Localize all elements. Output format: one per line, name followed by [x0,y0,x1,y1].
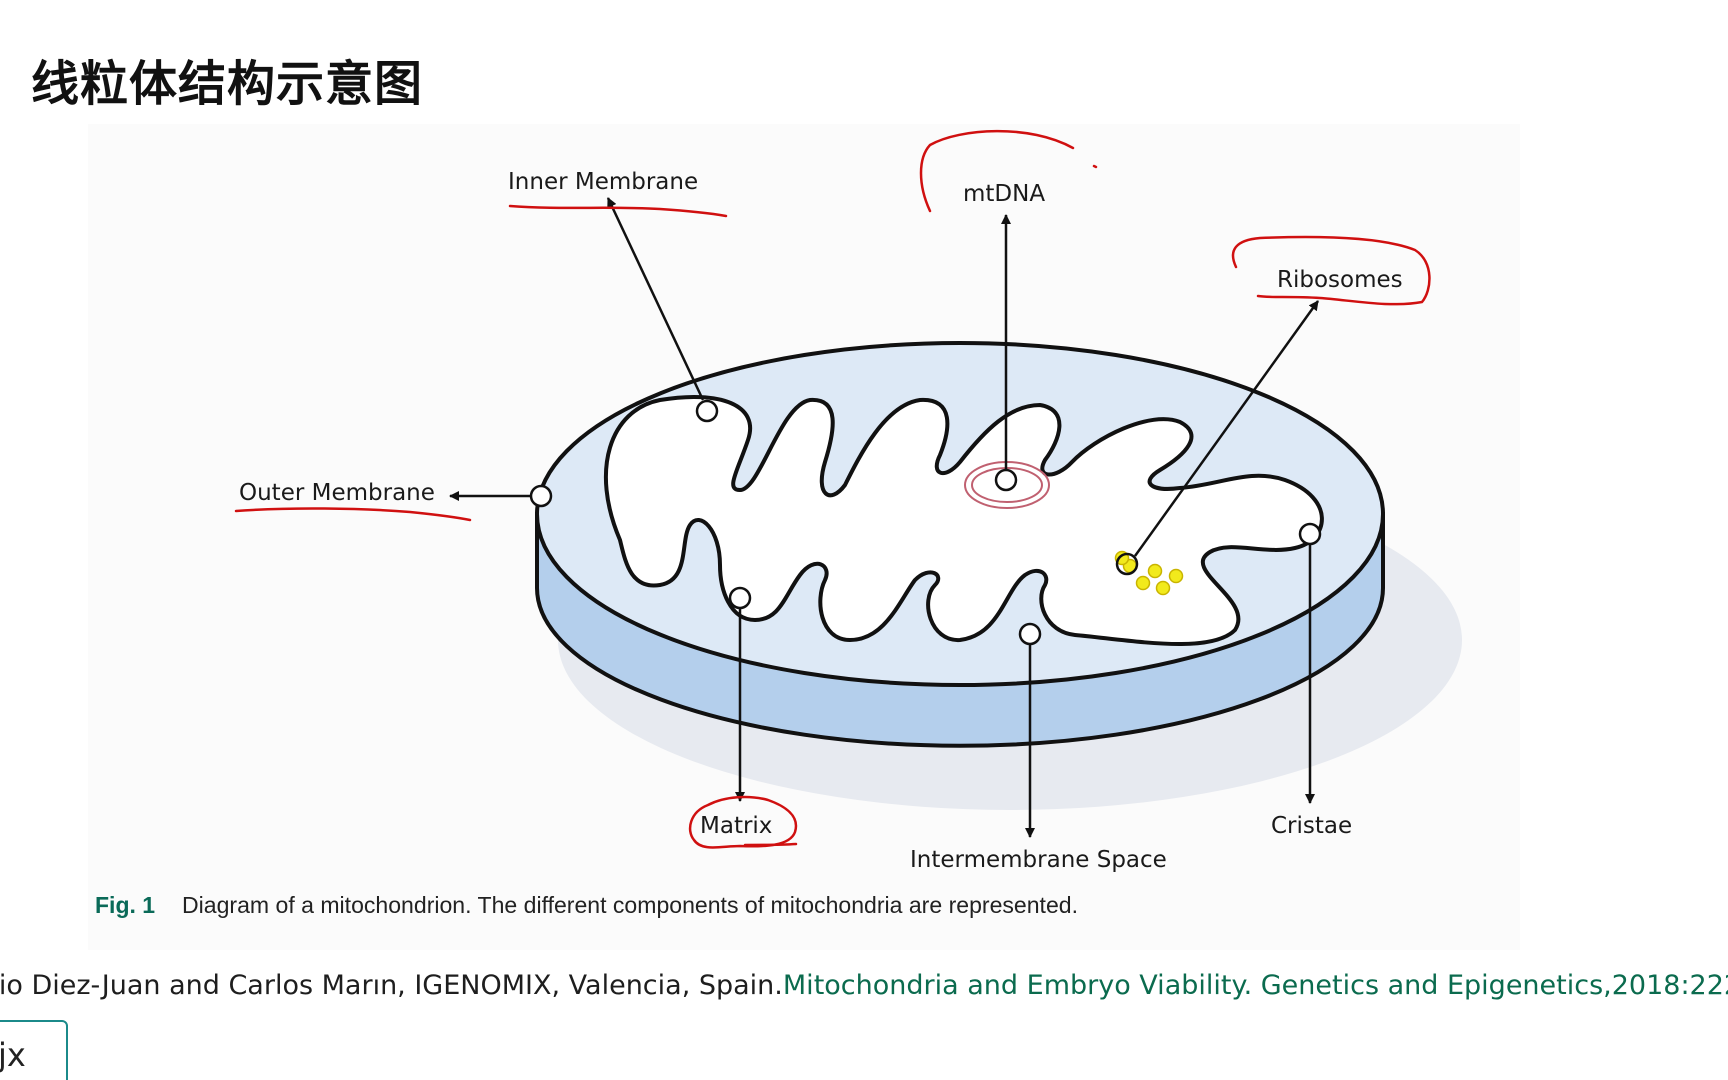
citation: onio Diez-Juan and Carlos Marın, IGENOMI… [0,970,1728,1001]
mtdna-label: mtDNA [963,181,1045,207]
callout-leaders [449,197,1322,838]
ribosome [1147,563,1163,579]
ribosome [1135,575,1151,591]
slide-title: 线粒体结构示意图 [31,56,424,112]
ribosomes-label: Ribosomes [1277,267,1403,293]
intermembrane-space-callout [1018,622,1042,646]
ribosomes-loop [1231,235,1431,306]
ribosomes-callout [1115,552,1139,576]
ribosomes-leader [1133,300,1320,557]
mtdna-callout [994,468,1018,492]
ribosome-cluster [1114,550,1184,596]
outer-membrane-callout [529,484,553,508]
inner-membrane-label: Inner Membrane [508,169,698,195]
caption-figure-label: Fig. 1 [95,892,155,918]
inner-membrane-leader [606,197,705,401]
ribosome [1155,580,1171,596]
inner-membrane-underline [508,204,728,218]
matrix-underline [743,842,798,847]
citation-link[interactable]: Mitochondria and Embryo Viability. Genet… [782,970,1728,1001]
inner-membrane-callout [695,399,719,423]
citation-authors: onio Diez-Juan and Carlos Marın, IGENOMI… [0,970,783,1001]
caption-text: Diagram of a mitochondrion. The differen… [182,892,1078,918]
outer-membrane-underline [234,507,472,522]
corner-tab[interactable]: jx [0,1020,68,1080]
ribosome [1168,568,1184,584]
cristae-callout [1298,522,1322,546]
corner-tab-label: jx [0,1036,26,1074]
matrix-label: Matrix [700,813,772,839]
cristae-label: Cristae [1271,813,1352,839]
mtdna-bracket [919,129,1075,213]
outer-membrane-label: Outer Membrane [239,480,435,506]
matrix-callout [728,586,752,610]
mtdna-dot [1092,164,1098,169]
intermembrane-space-label: Intermembrane Space [910,847,1167,873]
handwritten-annotations [234,129,1431,849]
